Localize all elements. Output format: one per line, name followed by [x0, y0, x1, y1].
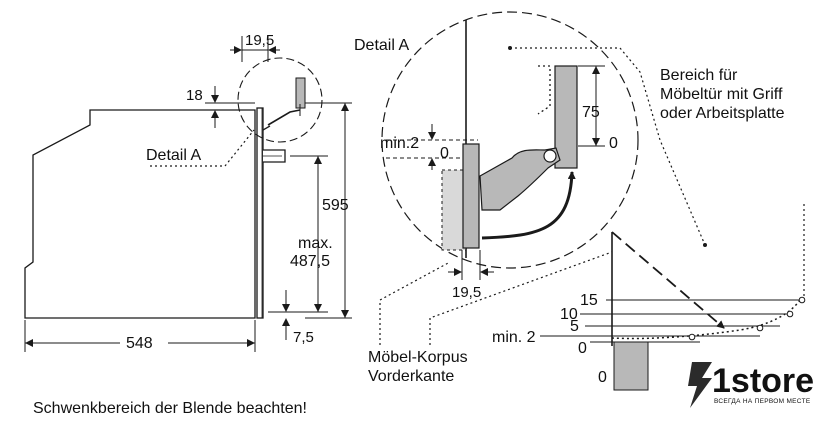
store-logo: 1store ВСЕГДА НА ПЕРВОМ МЕСТЕ [688, 362, 814, 408]
dim-487-5-label: 487,5 [290, 253, 330, 270]
swing-range-diagram [540, 204, 806, 391]
dim-19-5-bottom [448, 250, 494, 280]
logo-name: 1store [712, 362, 814, 400]
lightning-bolt-icon [688, 362, 712, 408]
dim-19-5-bottom-label: 19,5 [452, 284, 481, 301]
scale-10-label: 10 [560, 306, 578, 323]
bereich-line1: Bereich für [660, 67, 738, 84]
dim-18-label: 18 [186, 87, 203, 104]
scale-5-label: 5 [570, 318, 579, 335]
moebel-korpus-label: Möbel-Korpus [368, 349, 468, 366]
dim-595 [305, 102, 352, 319]
detail-a-title: Detail A [354, 37, 409, 54]
scale-0-bottom-label: 0 [598, 369, 607, 386]
dim-18 [205, 86, 255, 128]
dim-19-5-top [230, 36, 280, 62]
hinge-arm [479, 147, 561, 211]
dim-19-5-top-label: 19,5 [245, 32, 274, 49]
dim-75-label: 75 [582, 104, 600, 121]
oven-body-outline [24, 109, 256, 319]
dim-487-5 [268, 155, 328, 313]
bereich-line2: Möbeltür mit Griff [660, 86, 783, 103]
oven-front-panel [256, 107, 264, 319]
footer-note: Schwenkbereich der Blende beachten! [33, 400, 307, 417]
detail-a-circle-small [237, 57, 323, 143]
vorderkante-label: Vorderkante [368, 368, 454, 385]
door-leaf [554, 65, 578, 169]
scale-min2-label: min. 2 [492, 329, 536, 346]
hinge-small [295, 77, 306, 109]
dim-min2-detail-label: min.2 [380, 135, 419, 152]
dim-max-label: max. [298, 235, 333, 252]
oven-side-view [24, 107, 286, 319]
dim-7-5 [270, 290, 300, 340]
scale-0-label: 0 [578, 340, 587, 357]
dim-0-detail-label: 0 [440, 145, 449, 162]
furniture-panel-section [613, 341, 649, 391]
dim-7-5-label: 7,5 [293, 329, 314, 346]
dim-0-right-label: 0 [609, 135, 618, 152]
detail-a-left-label: Detail A [146, 147, 201, 164]
bereich-line3: oder Arbeitsplatte [660, 105, 785, 122]
cabinet-front-panel [441, 169, 467, 251]
dim-548-label: 548 [126, 335, 153, 352]
blende-panel [462, 143, 480, 249]
detail-a-circle-large [381, 11, 639, 269]
dim-min2-detail [386, 124, 478, 170]
dim-75 [578, 65, 605, 147]
scale-15-label: 15 [580, 292, 598, 309]
dim-595-label: 595 [322, 197, 349, 214]
logo-tagline: ВСЕГДА НА ПЕРВОМ МЕСТЕ [714, 398, 811, 405]
